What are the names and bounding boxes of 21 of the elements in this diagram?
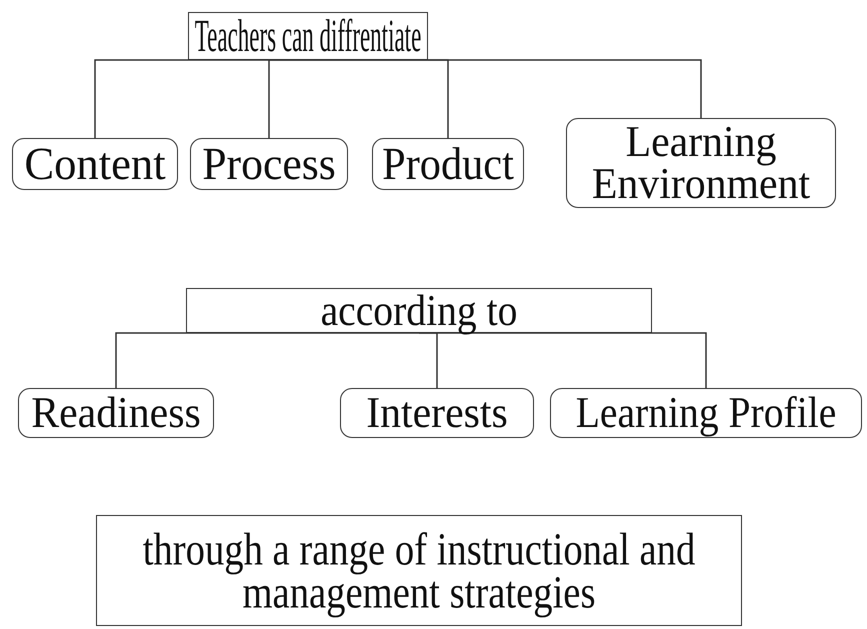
connector-line bbox=[419, 332, 707, 388]
text-box bbox=[96, 515, 742, 626]
rounded-box bbox=[12, 138, 178, 190]
node-label: Readiness bbox=[30, 392, 202, 434]
node-label: Content bbox=[23, 142, 167, 186]
rounded-box bbox=[550, 388, 862, 438]
text-box bbox=[186, 288, 652, 333]
node-label: Process bbox=[201, 142, 337, 186]
rounded-box bbox=[340, 388, 534, 438]
rounded-box bbox=[372, 138, 524, 190]
rounded-box bbox=[18, 388, 214, 438]
rounded-box bbox=[190, 138, 348, 190]
connector-line bbox=[268, 59, 308, 138]
node-label: Learning Profile bbox=[574, 392, 838, 434]
rounded-box bbox=[566, 118, 836, 208]
node-label: Interests bbox=[365, 392, 509, 434]
connector-line bbox=[115, 332, 419, 388]
node-label: Learning Environment bbox=[590, 121, 812, 205]
node-label: Teachers can diffrentiate bbox=[194, 14, 422, 58]
connector-line bbox=[308, 59, 702, 118]
node-label: Product bbox=[381, 142, 515, 186]
